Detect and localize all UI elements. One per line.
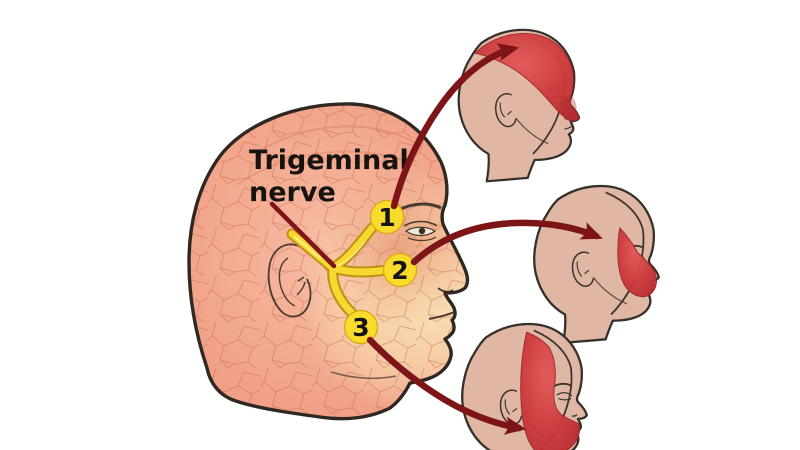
branch-1-number: 1 [378,203,395,232]
branch-2-number: 2 [391,256,408,285]
maxillary-region-head [533,184,660,344]
arrow-branch-1 [390,43,520,210]
main-head-ear [267,243,312,318]
main-head-eye [398,202,442,242]
title-line-1: Trigeminal [249,145,409,176]
branch-3-badge: 3 [343,309,379,345]
main-head-mouth [428,311,455,320]
main-head-illustration [187,102,470,421]
trigeminal-nerve-shape [286,222,392,320]
main-head-shading [189,103,468,419]
nerve-label: Trigeminal nerve [249,145,409,208]
main-head-jaw-line [330,371,397,380]
label-pointer-line [269,201,337,269]
mandibular-region-head [461,322,588,450]
cheek-pain-region [617,226,657,298]
branch-1-badge: 1 [369,199,405,235]
branch-3-number: 3 [352,313,369,342]
branch-arrows [366,43,603,435]
title-line-2: nerve [249,177,336,208]
arrow-branch-3 [366,336,527,435]
pain-region-shading [561,96,577,119]
branch-badges: 1 2 3 [343,199,418,345]
arrow-branch-2 [410,219,603,266]
branch-2-badge: 2 [382,252,418,288]
